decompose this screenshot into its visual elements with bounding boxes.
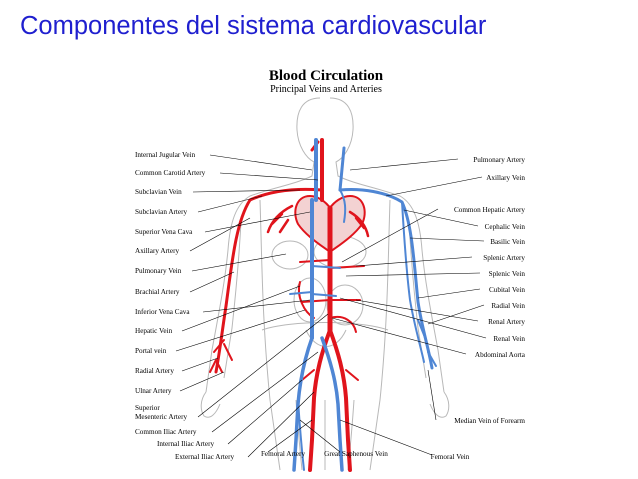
left-label: External Iliac Artery <box>175 453 234 461</box>
left-label: Subclavian Vein <box>135 188 182 196</box>
left-label: Superior <box>135 404 160 412</box>
diagram-title: Blood Circulation <box>269 68 384 84</box>
leader-lines <box>175 154 487 458</box>
left-label: Axillary Artery <box>135 247 180 255</box>
right-label: Abdominal Aorta <box>475 351 526 359</box>
bottom-label: Great Saphenous Vein <box>324 450 388 458</box>
veins <box>289 138 437 472</box>
right-label: Basilic Vein <box>490 238 525 246</box>
left-label: Ulnar Artery <box>135 387 172 395</box>
left-label: Common Carotid Artery <box>135 169 206 177</box>
right-label: Pulmonary Artery <box>473 156 525 164</box>
left-label: Radial Artery <box>135 367 174 375</box>
left-label: Mesenteric Artery <box>135 413 187 421</box>
right-label: Median Vein of Forearm <box>454 417 525 425</box>
body-outline <box>200 97 450 471</box>
left-label: Pulmonary Vein <box>135 267 182 275</box>
right-label: Renal Vein <box>493 335 525 343</box>
right-label: Common Hepatic Artery <box>454 206 525 214</box>
left-label: Hepatic Vein <box>135 327 173 335</box>
right-label: Cubital Vein <box>489 286 525 294</box>
left-label: Portal vein <box>135 347 167 355</box>
right-label: Axillary Vein <box>486 174 525 182</box>
arteries <box>209 138 370 472</box>
left-label: Brachial Artery <box>135 288 180 296</box>
left-labels: Internal Jugular Vein Common Carotid Art… <box>135 151 234 461</box>
left-label: Subclavian Artery <box>135 208 188 216</box>
slide-title: Componentes del sistema cardiovascular <box>20 12 487 40</box>
bottom-labels: Femoral Artery Great Saphenous Vein Femo… <box>261 450 470 461</box>
left-label: Inferior Vena Cava <box>135 308 190 316</box>
left-label: Superior Vena Cava <box>135 228 193 236</box>
right-labels: Pulmonary Artery Axillary Vein Common He… <box>454 156 526 425</box>
right-label: Renal Artery <box>488 318 525 326</box>
left-label: Internal Jugular Vein <box>135 151 196 159</box>
bottom-label: Femoral Artery <box>261 450 306 458</box>
left-label: Common Iliac Artery <box>135 428 197 436</box>
right-label: Cephalic Vein <box>485 223 526 231</box>
diagram-subtitle: Principal Veins and Arteries <box>270 84 382 95</box>
right-label: Splenic Artery <box>483 254 525 262</box>
right-label: Radial Vein <box>491 302 525 310</box>
bottom-label: Femoral Vein <box>431 453 470 461</box>
right-label: Splenic Vein <box>489 270 526 278</box>
left-label: Internal Iliac Artery <box>157 440 214 448</box>
